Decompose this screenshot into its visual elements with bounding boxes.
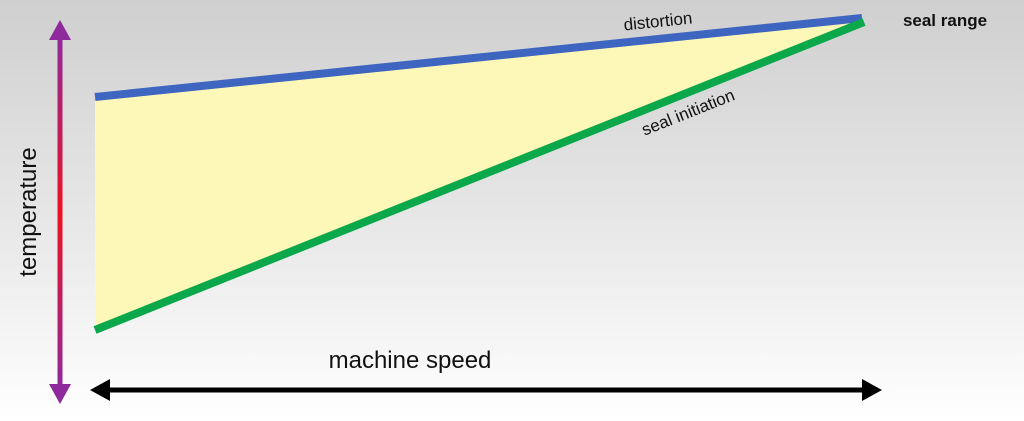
distortion-line — [94, 14, 863, 101]
seal-range-label: seal range — [903, 11, 987, 30]
y-axis-label: temperature — [15, 147, 42, 276]
machine-speed-arrow — [90, 379, 882, 401]
x-axis-label: machine speed — [329, 347, 492, 374]
distortion-label: distortion — [623, 9, 694, 35]
temperature-arrow — [49, 20, 71, 404]
seal-initiation-line — [93, 18, 866, 334]
